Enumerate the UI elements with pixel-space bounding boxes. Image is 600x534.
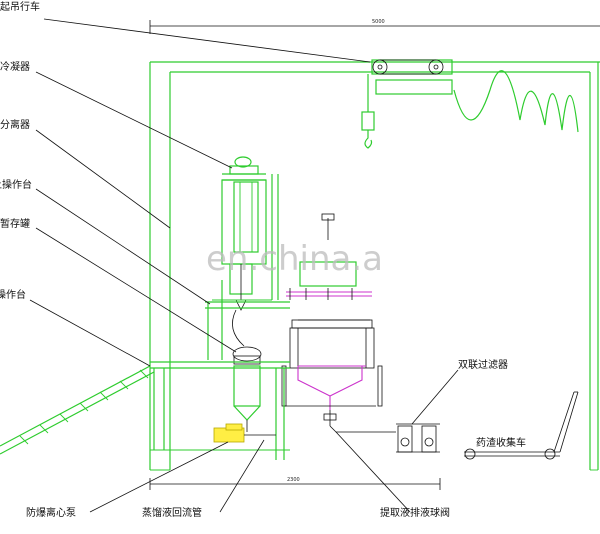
watermark: en.china.a	[206, 239, 383, 279]
temp-storage-tank	[232, 309, 262, 432]
top-dimension-text: 5000	[372, 19, 385, 25]
label-reflux-pipe: 蒸馏液回流管	[142, 506, 202, 519]
extraction-tank	[281, 213, 383, 426]
label-upper-platform: 上操作台	[0, 178, 32, 191]
upper-platform	[205, 280, 290, 360]
explosion-proof-pump	[213, 423, 276, 443]
top-dimension: 5000	[149, 19, 600, 34]
residue-cart	[464, 391, 579, 460]
operating-platform	[150, 361, 290, 460]
label-operating-platform: 操作台	[0, 288, 26, 301]
label-residue-cart: 药渣收集车	[476, 436, 526, 449]
label-explosion-proof-pump: 防爆离心泵	[26, 506, 76, 519]
label-separator: 分离器	[0, 118, 30, 131]
label-dual-filter: 双联过滤器	[458, 358, 508, 371]
bottom-dimension: 2300	[149, 477, 441, 490]
label-drain-ball-valve: 提取液排液球阀	[380, 506, 450, 519]
leader-lines	[29, 18, 459, 513]
stairs	[0, 365, 155, 455]
dual-filter	[329, 423, 440, 453]
label-condenser: 冷凝器	[0, 60, 30, 73]
bottom-dimension-text: 2300	[287, 477, 300, 483]
labels: 起吊行车 冷凝器 分离器 上操作台 暂存罐 操作台 双联过滤器 药渣收集车 防爆…	[0, 0, 526, 519]
label-crane: 起吊行车	[0, 0, 40, 13]
label-temp-storage-tank: 暂存罐	[0, 217, 30, 230]
separator	[212, 263, 272, 311]
crane-trolley	[361, 59, 579, 149]
